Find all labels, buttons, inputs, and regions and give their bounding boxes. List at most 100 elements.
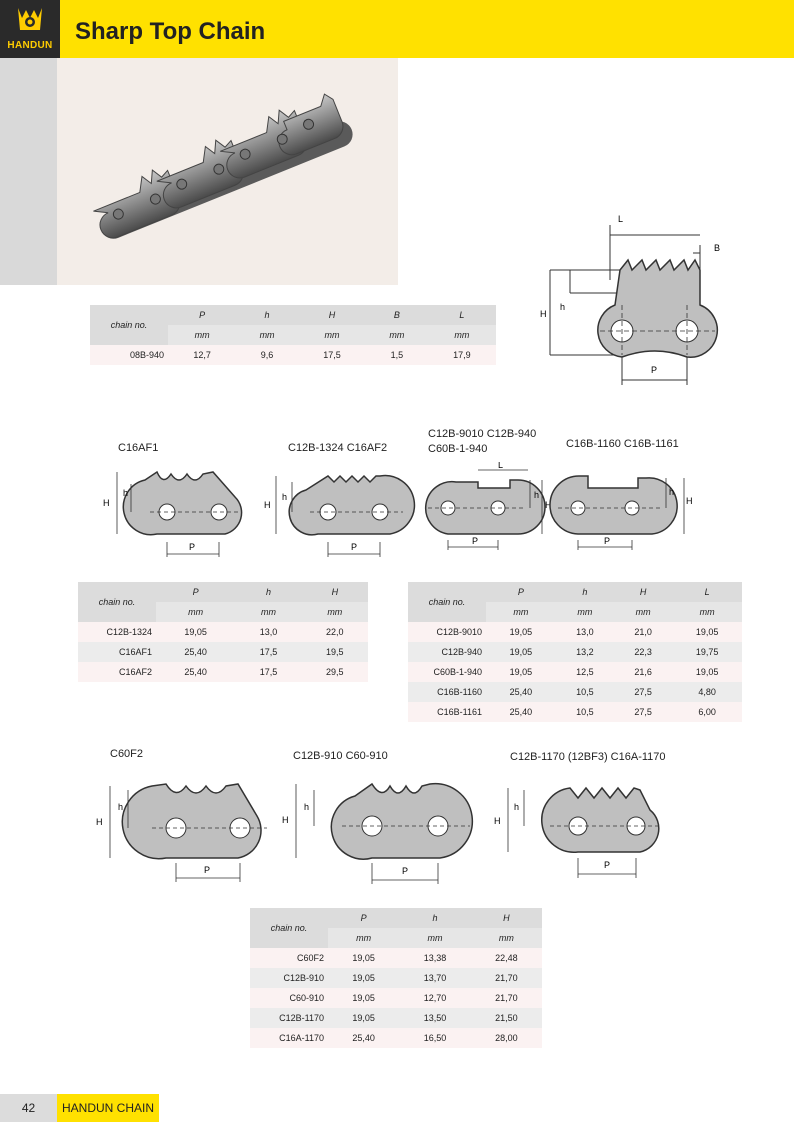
table-cell: C16AF2 [78, 662, 156, 682]
table-cell: 9,6 [236, 345, 298, 365]
dim-label-h: h [560, 302, 565, 312]
unit-header: mm [470, 928, 542, 948]
table-cell: 1,5 [366, 345, 428, 365]
table-cell: C12B-910 [250, 968, 328, 988]
footer-brand-box [57, 1094, 159, 1122]
table-cell: C12B-1170 [250, 1008, 328, 1028]
table-row: C16A-1170 25,40 16,50 28,00 [250, 1028, 542, 1048]
table-cell: C16B-1160 [408, 682, 486, 702]
table-row: C12B-940 19,05 13,2 22,3 19,75 [408, 642, 742, 662]
table-cell: 21,50 [470, 1008, 542, 1028]
table-header-chain-no: chain no. [250, 908, 328, 948]
col-header: P [328, 908, 400, 928]
dim-label-P: P [651, 365, 657, 375]
col-header: h [235, 582, 302, 602]
table-cell: 17,9 [427, 345, 496, 365]
unit-header: mm [672, 602, 742, 622]
table-cell: 25,40 [156, 642, 236, 662]
table-cell: 13,70 [399, 968, 471, 988]
table-cell: C60F2 [250, 948, 328, 968]
table-cell: 13,50 [399, 1008, 471, 1028]
diagram-c12b-1170: HhP [494, 786, 660, 878]
table-row3: chain no. P h H mm mm mm C60F2 19,05 13,… [250, 908, 542, 1048]
diagram-caption: C12B-1170 (12BF3) C16A-1170 [510, 751, 666, 763]
col-header: h [399, 908, 471, 928]
table-cell: C12B-9010 [408, 622, 486, 642]
table-cell: 22,48 [470, 948, 542, 968]
svg-text:P: P [189, 542, 195, 552]
table-row: C60-910 19,05 12,70 21,70 [250, 988, 542, 1008]
table-cell: 10,5 [555, 682, 614, 702]
col-header: H [297, 305, 367, 325]
table-cell: 22,3 [613, 642, 673, 662]
table-header-chain-no: chain no. [408, 582, 486, 622]
table-row: C12B-1324 19,05 13,0 22,0 [78, 622, 368, 642]
table-cell: 19,05 [328, 968, 400, 988]
diagram-caption: C12B-9010 C12B-940 [428, 428, 537, 440]
table-cell: 29,5 [301, 662, 368, 682]
table-cell: 19,05 [672, 622, 742, 642]
dim-label-L: L [618, 214, 623, 224]
table-cell: 10,5 [555, 702, 614, 722]
svg-text:P: P [604, 860, 610, 870]
svg-text:h: h [534, 490, 539, 500]
table-cell: 13,0 [555, 622, 614, 642]
table-cell: 28,00 [470, 1028, 542, 1048]
table-cell: 22,0 [301, 622, 368, 642]
table-cell: 19,05 [486, 662, 556, 682]
col-header: H [613, 582, 673, 602]
svg-text:L: L [498, 462, 503, 470]
col-header: P [486, 582, 556, 602]
svg-text:H: H [264, 500, 271, 510]
table-row: C12B-1170 19,05 13,50 21,50 [250, 1008, 542, 1028]
svg-text:P: P [604, 536, 610, 546]
col-header: L [427, 305, 496, 325]
roller-chain-photo-icon [93, 93, 353, 239]
table-cell: C16A-1170 [250, 1028, 328, 1048]
table-cell: 19,5 [301, 642, 368, 662]
diagram-c12b-910: HhP [282, 782, 474, 884]
unit-header: mm [301, 602, 368, 622]
table-cell: 27,5 [613, 682, 673, 702]
svg-text:h: h [514, 802, 519, 812]
col-header: H [470, 908, 542, 928]
svg-text:P: P [402, 866, 408, 876]
table-cell: 19,05 [328, 988, 400, 1008]
brand-logo-text: HANDUN [7, 40, 53, 51]
diagram-caption: C12B-910 C60-910 [293, 750, 388, 762]
table-row: C16AF1 25,40 17,5 19,5 [78, 642, 368, 662]
table-row: C16AF2 25,40 17,5 29,5 [78, 662, 368, 682]
diagram-caption: C16AF1 [118, 442, 159, 454]
table-cell: 25,40 [486, 702, 556, 722]
page-title: Sharp Top Chain [75, 18, 266, 45]
unit-header: mm [328, 928, 400, 948]
table-cell: 25,40 [156, 662, 236, 682]
diagram-caption: C60B-1-940 [428, 443, 488, 455]
unit-header: mm [555, 602, 614, 622]
footer-brand: HANDUN CHAIN [61, 1101, 154, 1115]
svg-text:h: h [669, 487, 674, 497]
svg-text:h: h [304, 802, 309, 812]
svg-text:H: H [494, 816, 501, 826]
table-cell: 27,5 [613, 702, 673, 722]
title-bar [60, 0, 794, 58]
diagram-c16b-1160: hH P [549, 475, 693, 550]
unit-header: mm [236, 325, 298, 345]
logo-box [0, 0, 60, 58]
diagram-caption: C16B-1160 C16B-1161 [566, 438, 679, 450]
table-cell: 17,5 [235, 642, 302, 662]
svg-text:H: H [686, 496, 693, 506]
svg-text:H: H [103, 498, 110, 508]
unit-header: mm [613, 602, 673, 622]
unit-header: mm [156, 602, 236, 622]
table-cell: 19,05 [672, 662, 742, 682]
footer-page-box [0, 1094, 57, 1122]
table-row: C16B-1161 25,40 10,5 27,5 6,00 [408, 702, 742, 722]
table-cell: 21,6 [613, 662, 673, 682]
col-header: L [672, 582, 742, 602]
table-cell: C12B-1324 [78, 622, 156, 642]
table-row: C12B-910 19,05 13,70 21,70 [250, 968, 542, 988]
table-cell: 16,50 [399, 1028, 471, 1048]
table-cell: 17,5 [297, 345, 367, 365]
svg-text:H: H [282, 815, 289, 825]
